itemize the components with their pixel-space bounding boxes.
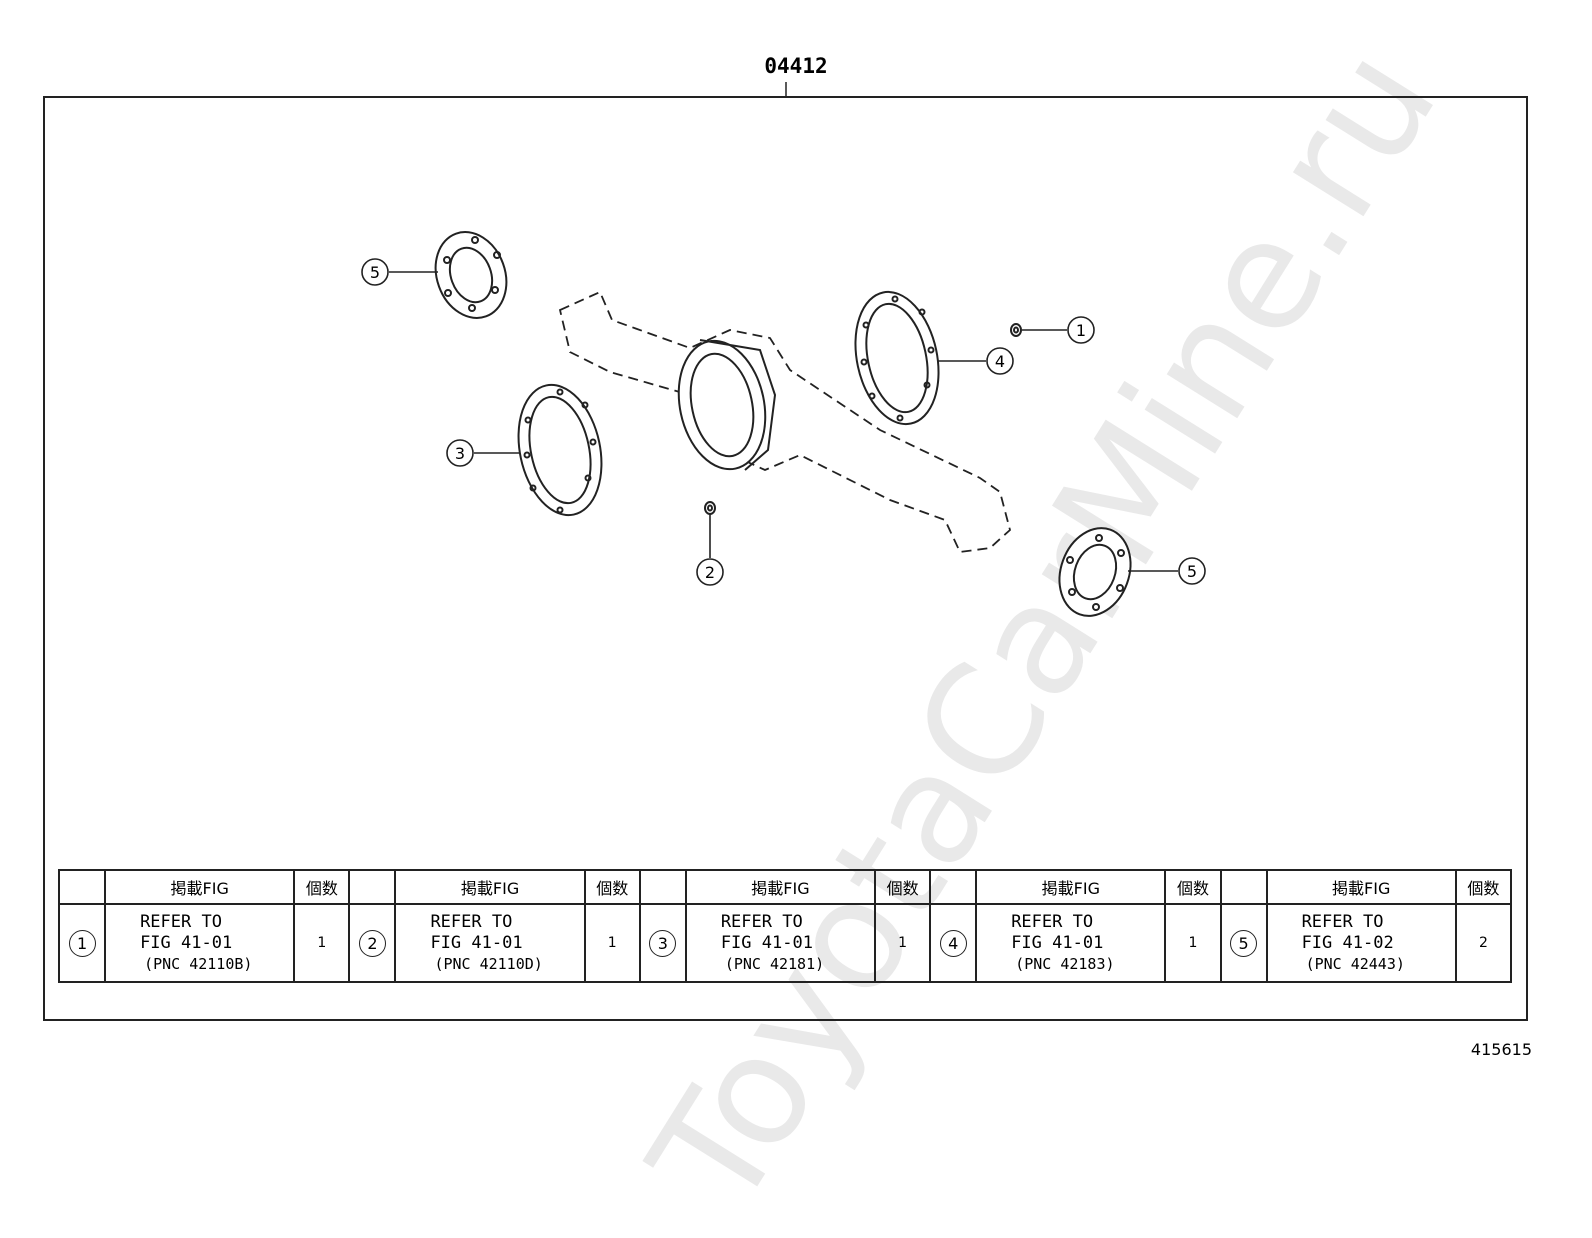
part-number-cell: 5 [1219,903,1268,983]
parts-reference-table: 掲載FIG 個数 掲載FIG 個数 掲載FIG 個数 掲載FIG 個数 掲載FI… [57,869,1513,983]
header-qty: 個数 [1454,869,1513,905]
part-number-cell: 3 [638,903,687,983]
reference-pnc: (PNC 42183) [1015,954,1115,973]
callout-2: 2 [705,563,715,582]
header-blank [929,869,978,905]
quantity-cell: 1 [583,903,641,983]
reference-line-2: FIG 41-01 [720,932,813,953]
callout-3: 3 [455,444,465,463]
axle-housing-outline [558,290,1012,553]
header-fig: 掲載FIG [1265,869,1457,905]
differential-carrier-flange [677,339,777,471]
quantity-cell: 1 [1164,903,1222,983]
part-number-cell: 4 [929,903,978,983]
part-number-cell: 1 [57,903,107,983]
gasket-part-5-upper [434,231,508,319]
header-blank [1219,869,1268,905]
header-qty: 個数 [293,869,351,905]
part-number: 2 [358,929,386,957]
reference-line-1: REFER TO [720,911,803,932]
gasket-part-4 [854,290,940,426]
header-blank [638,869,687,905]
reference-line-2: FIG 41-01 [1011,932,1104,953]
reference-line-1: REFER TO [1301,911,1384,932]
reference-pnc: (PNC 42110D) [434,954,543,973]
callout-leaders [389,271,1178,572]
reference-pnc: (PNC 42181) [724,954,825,973]
gasket-part-5-lower [1058,527,1132,617]
callout-1: 1 [1076,321,1086,340]
header-qty: 個数 [874,869,932,905]
header-fig: 掲載FIG [684,869,877,905]
nut-part-2 [704,501,716,515]
header-fig: 掲載FIG [975,869,1167,905]
reference-cell: REFER TO FIG 41-01 (PNC 42183) [975,903,1167,983]
quantity-cell: 1 [293,903,351,983]
reference-line-1: REFER TO [430,911,513,932]
reference-pnc: (PNC 42110B) [144,954,253,973]
part-number-cell: 2 [348,903,397,983]
callout-4: 4 [995,352,1005,371]
exploded-diagram: 5 1 2 3 4 5 [361,82,1206,617]
gasket-part-3 [517,383,603,517]
quantity-cell: 2 [1454,903,1513,983]
callout-circles [361,258,1206,586]
reference-line-1: REFER TO [1011,911,1094,932]
part-number: 3 [649,929,677,957]
reference-line-2: FIG 41-01 [140,932,233,953]
reference-cell: REFER TO FIG 41-01 (PNC 42110B) [104,903,296,983]
group-code: 04412 [764,54,828,78]
header-qty: 個数 [1164,869,1222,905]
reference-line-1: REFER TO [140,911,222,932]
reference-line-2: FIG 41-01 [430,932,523,953]
diagram-frame [43,96,1528,1021]
reference-cell: REFER TO FIG 41-02 (PNC 42443) [1265,903,1457,983]
callout-5-lower: 5 [1187,562,1197,581]
illustration-number: 415615 [1470,1040,1532,1059]
table-header-row: 掲載FIG 個数 掲載FIG 個数 掲載FIG 個数 掲載FIG 個数 掲載FI… [57,869,1513,905]
table-row: 1 REFER TO FIG 41-01 (PNC 42110B) 1 2 RE… [57,903,1513,983]
part-number: 4 [939,929,967,957]
header-fig: 掲載FIG [104,869,296,905]
part-number: 5 [1230,929,1258,957]
header-blank [348,869,397,905]
quantity-cell: 1 [874,903,932,983]
header-qty: 個数 [583,869,641,905]
reference-pnc: (PNC 42443) [1305,954,1405,973]
part-number: 1 [68,929,96,957]
reference-line-2: FIG 41-02 [1301,932,1394,953]
header-fig: 掲載FIG [394,869,586,905]
callout-5-upper: 5 [370,263,380,282]
header-blank [57,869,107,905]
nut-part-1 [1010,323,1022,337]
reference-cell: REFER TO FIG 41-01 (PNC 42181) [684,903,877,983]
reference-cell: REFER TO FIG 41-01 (PNC 42110D) [394,903,586,983]
